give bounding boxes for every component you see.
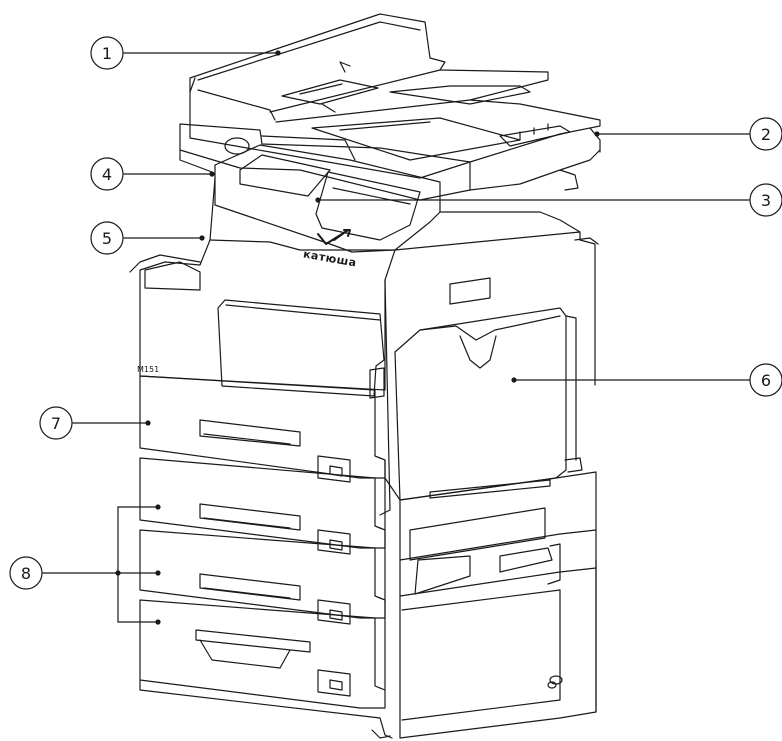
control-panel [214, 135, 441, 253]
tray-right-edges [374, 455, 401, 691]
side-handle [369, 277, 491, 399]
callout-5: 5 [90, 221, 205, 255]
callout-8: 8 [9, 504, 161, 625]
callout-7-label: 7 [51, 414, 61, 433]
callout-8-label: 8 [21, 564, 31, 583]
callout-7: 7 [39, 406, 151, 440]
model-label: M151 [137, 365, 159, 374]
paper-tray-1 [139, 375, 386, 483]
callout-3: 3 [315, 183, 782, 217]
callout-2: 2 [594, 117, 782, 151]
lower-right-cabinet [399, 471, 597, 739]
main-body-upper [129, 177, 599, 516]
printer-illustration: катюша M151 [129, 13, 601, 739]
document-feeder [189, 13, 601, 179]
callout-4-label: 4 [102, 165, 112, 184]
scanner-body [179, 123, 601, 201]
callouts: 1 2 3 4 5 [9, 36, 782, 625]
callout-4: 4 [90, 157, 215, 191]
callout-3-label: 3 [761, 191, 771, 210]
callout-1: 1 [90, 36, 281, 70]
front-door [217, 299, 385, 397]
callout-6-label: 6 [761, 371, 771, 390]
callout-2-label: 2 [761, 125, 771, 144]
callout-5-label: 5 [102, 229, 112, 248]
callout-6: 6 [511, 363, 782, 397]
right-side-door [394, 307, 583, 501]
callout-1-label: 1 [102, 44, 112, 63]
paper-tray-4 [139, 599, 393, 739]
